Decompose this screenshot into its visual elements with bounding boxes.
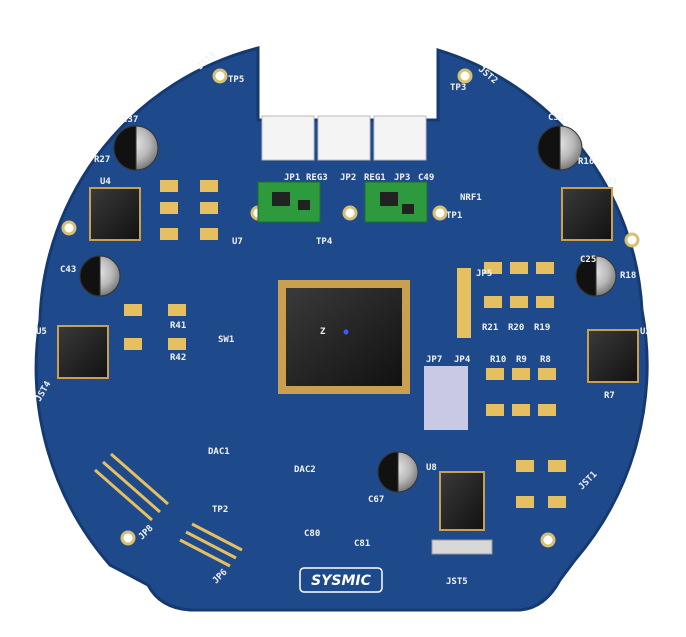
label-r18: R18 (620, 271, 636, 281)
top-connectors (261, 115, 427, 161)
svg-text:SYSMIC: SYSMIC (311, 573, 371, 589)
label-u5: U5 (36, 327, 47, 337)
label-sw1: SW1 (218, 335, 234, 345)
sysmic-logo: SYSMIC (299, 567, 383, 593)
label-c49: C49 (418, 173, 434, 183)
label-u7: U7 (232, 237, 243, 247)
electrolytic-capacitors (79, 125, 617, 493)
label-r27: R27 (94, 155, 110, 165)
label-c67: C67 (368, 495, 384, 505)
label-tp2: TP2 (212, 505, 228, 515)
label-tp1: TP1 (446, 211, 462, 221)
label-c43: C43 (60, 265, 76, 275)
label-r10: R10 (490, 355, 506, 365)
label-u3: U3 (606, 177, 617, 187)
label-r7: R7 (604, 391, 615, 401)
label-dac2: DAC2 (294, 465, 316, 475)
label-tp4: TP4 (316, 237, 333, 247)
pin-headers (94, 268, 493, 568)
label-jp2: JP2 (340, 173, 356, 183)
label-jp1: JP1 (284, 173, 300, 183)
label-r8: R8 (540, 355, 551, 365)
label-jp4: JP4 (454, 355, 471, 365)
label-z: Z (320, 327, 326, 337)
driver-ics (57, 187, 639, 531)
silkscreen-labels: JP1 REG3 JP2 REG1 JP3 C49 JST3 JST2 JST4… (34, 51, 651, 587)
label-jp7: JP7 (426, 355, 442, 365)
label-c81: C81 (354, 539, 370, 549)
resistor-pads (124, 180, 566, 508)
label-r21: R21 (482, 323, 498, 333)
label-r16: R16 (578, 157, 594, 167)
label-jst5: JST5 (446, 577, 468, 587)
label-dac1: DAC1 (208, 447, 230, 457)
label-c25: C25 (580, 255, 596, 265)
label-jp3: JP3 (394, 173, 410, 183)
label-r9: R9 (516, 355, 527, 365)
label-r20: R20 (508, 323, 524, 333)
main-mcu-chip (278, 280, 410, 394)
label-r42: R42 (170, 353, 186, 363)
label-c80: C80 (304, 529, 320, 539)
label-c31: C31 (548, 113, 564, 123)
label-u2: U2 (640, 327, 651, 337)
label-tp5: TP5 (228, 75, 244, 85)
label-c37: C37 (122, 115, 138, 125)
label-jp5: JP5 (476, 269, 492, 279)
label-reg3: REG3 (306, 173, 328, 183)
label-nrf1: NRF1 (460, 193, 482, 203)
label-reg1: REG1 (364, 173, 386, 183)
label-r19: R19 (534, 323, 550, 333)
regulator-modules (257, 181, 428, 223)
label-tp3: TP3 (450, 83, 466, 93)
label-u8: U8 (426, 463, 437, 473)
label-u4: U4 (100, 177, 111, 187)
label-r41: R41 (170, 321, 186, 331)
